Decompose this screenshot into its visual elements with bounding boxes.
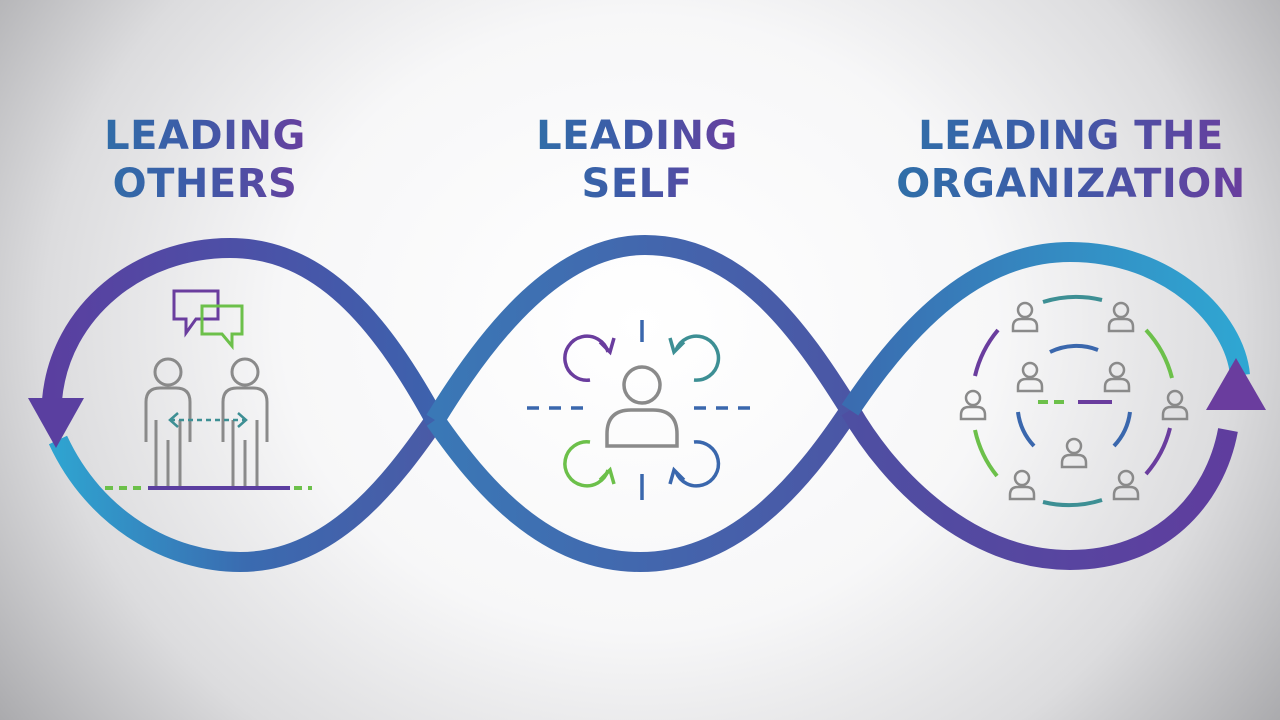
cycle-arrow-bottom-right-icon	[674, 440, 721, 488]
leading-self-icon	[527, 320, 758, 500]
cycle-arrow-bottom-left-head	[598, 466, 616, 485]
cycle-arrow-top-left-head	[598, 337, 616, 356]
org-people-icons	[959, 301, 1189, 501]
cycle-arrow-bottom-right-head	[668, 466, 686, 485]
outer-ring-purple-left	[973, 328, 1000, 377]
inner-ring-left	[1016, 411, 1036, 448]
leading-others-icon	[105, 289, 312, 490]
org-person-icon	[1161, 389, 1189, 421]
ribbon-lower-right	[841, 405, 1238, 571]
cycle-arrow-top-left-icon	[563, 334, 610, 382]
org-person-icon	[1016, 361, 1044, 393]
left-arrow-head-icon	[28, 398, 84, 448]
org-person-icon	[1107, 301, 1135, 333]
ribbon-lower-left	[48, 414, 444, 573]
person-center-icon	[605, 365, 679, 448]
org-person-icon	[959, 389, 987, 421]
cycle-arrow-top-right-icon	[674, 334, 721, 382]
org-person-icon	[1060, 437, 1088, 469]
person-right-icon	[221, 357, 269, 486]
inner-ring-right	[1112, 411, 1132, 448]
outer-ring-green-right	[1144, 328, 1174, 379]
outer-ring-purple-right	[1144, 427, 1172, 476]
exchange-arrow-icon	[168, 412, 248, 428]
org-person-icon	[1008, 469, 1036, 501]
ribbon-upper-left	[42, 237, 444, 425]
inner-ring-top	[1049, 343, 1099, 354]
outer-ring-green-left	[973, 429, 999, 478]
infinity-ribbon	[42, 234, 1250, 573]
org-person-icon	[1112, 469, 1140, 501]
org-person-icon	[1011, 301, 1039, 333]
cycle-arrow-top-right-head	[668, 337, 686, 356]
leading-organization-icon	[959, 294, 1189, 508]
right-arrow-head-icon	[1206, 358, 1266, 410]
ribbon-lower-middle	[426, 404, 859, 573]
ribbon-upper-middle	[426, 234, 859, 426]
cycle-arrow-bottom-left-icon	[563, 440, 610, 488]
outer-ring-teal	[1042, 294, 1103, 304]
chat-bubbles-icon	[172, 289, 244, 351]
ribbon-upper-right	[841, 241, 1250, 416]
org-person-icon	[1103, 361, 1131, 393]
person-left-icon	[144, 357, 192, 486]
outer-ring-teal-bottom	[1042, 498, 1103, 508]
